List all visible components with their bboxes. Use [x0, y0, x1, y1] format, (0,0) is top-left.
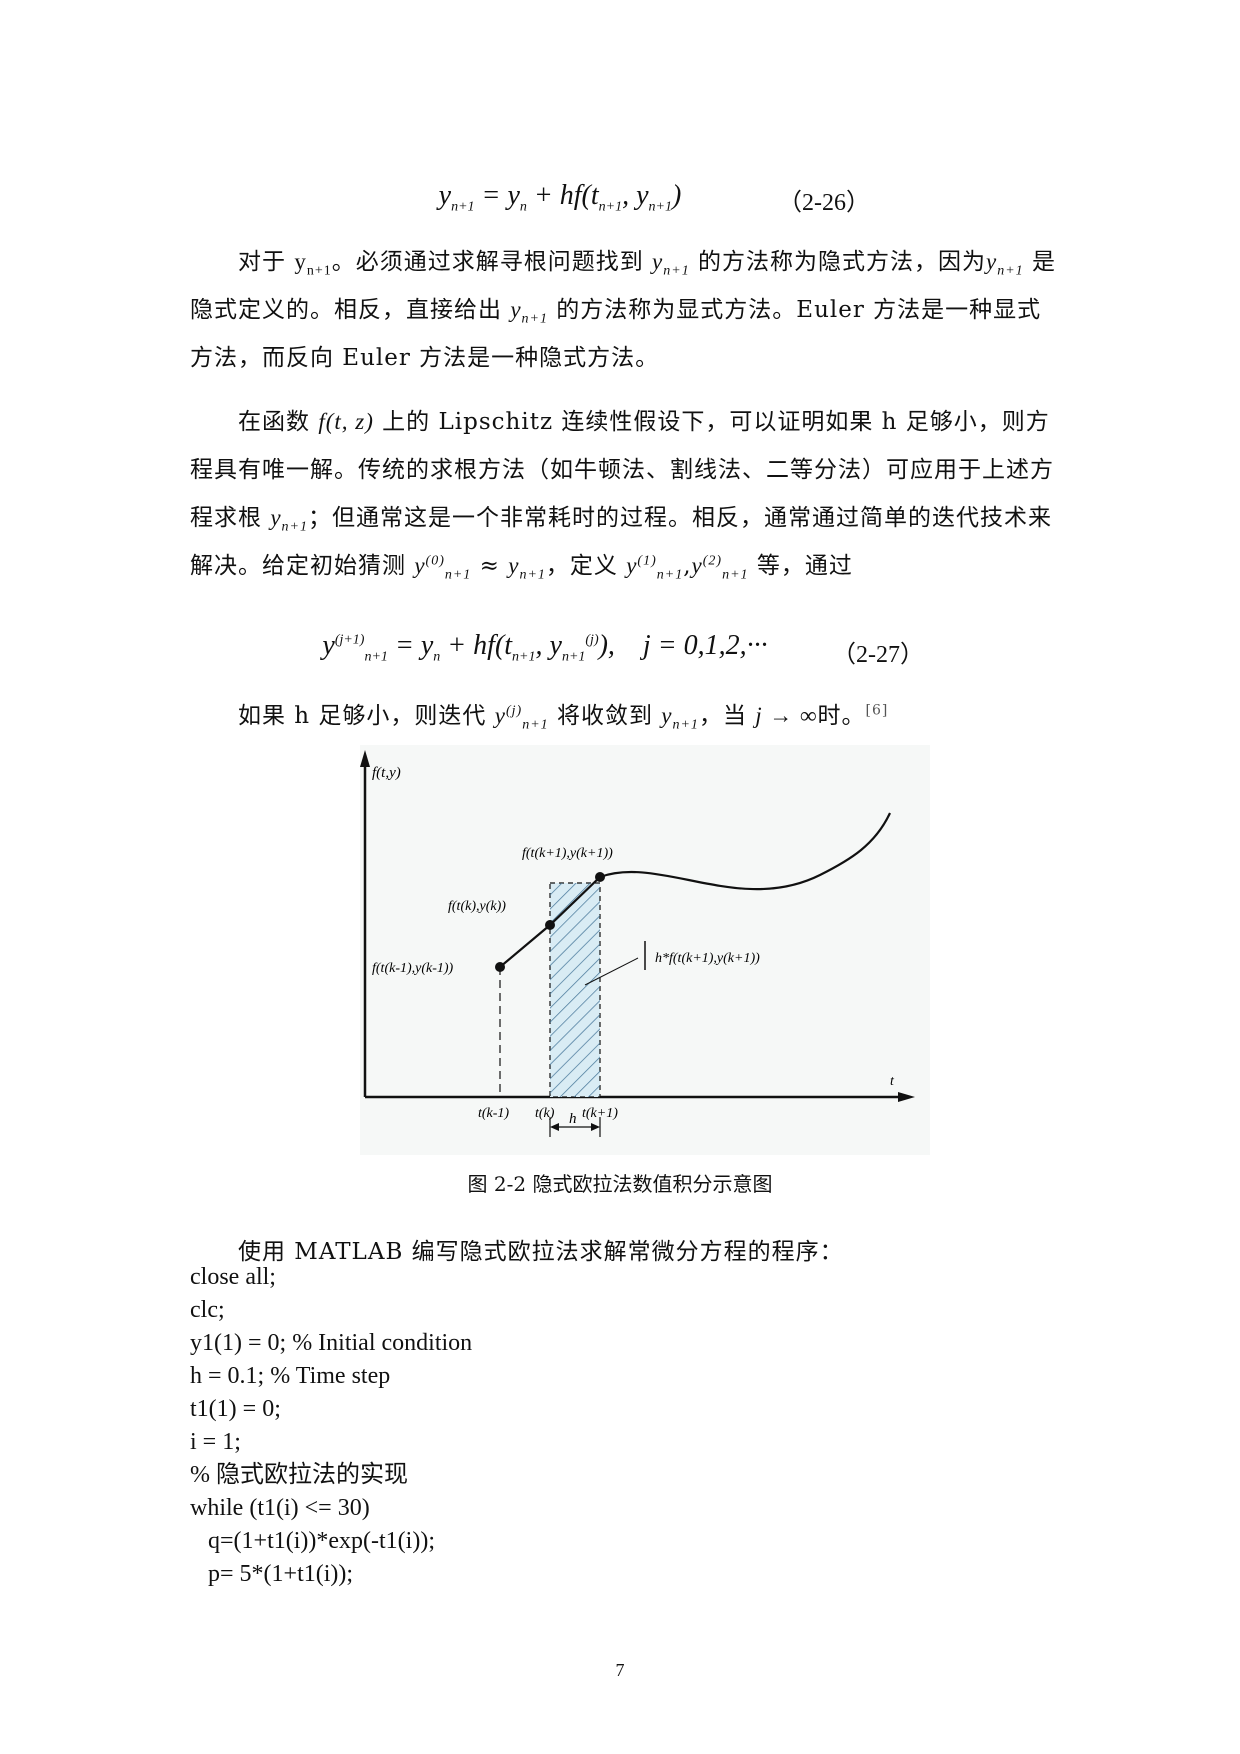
code-line: y1(1) = 0; % Initial condition	[190, 1330, 473, 1356]
paragraph-implicit-definition: 对于 yn+1。必须通过求解寻根问题找到 yn+1 的方法称为隐式方法，因为yn…	[190, 238, 1060, 382]
math-sub: n+1	[672, 717, 699, 733]
math-y: y	[510, 297, 522, 322]
code-line: p= 5*(1+t1(i));	[190, 1561, 354, 1587]
x-axis-label: t	[890, 1074, 895, 1089]
tick-label-tk-1: t(k-1)	[478, 1106, 509, 1121]
math-y: y	[986, 249, 998, 274]
tick-label-tk: t(k)	[535, 1106, 555, 1121]
math-limit: j → ∞	[755, 703, 818, 728]
label-point-k+1: f(t(k+1),y(k+1))	[522, 846, 613, 861]
code-block: close all; clc; y1(1) = 0; % Initial condi…	[190, 1261, 472, 1591]
point-k+1	[595, 872, 605, 882]
math-sub: n+1	[364, 649, 388, 665]
math-y: y	[322, 630, 335, 661]
step-label-h: h	[569, 1111, 577, 1127]
math-rhs: = yn + hf(tn+1, yn+1(j)), j = 0,1,2,···	[387, 630, 768, 665]
math-sup: (j+1)	[334, 632, 365, 648]
code-line: t1(1) = 0;	[190, 1396, 281, 1422]
text: y	[294, 249, 307, 274]
math-sub: n+1	[656, 567, 684, 583]
equation-number: （2-27）	[832, 642, 924, 668]
math-sub: n+1	[444, 567, 472, 583]
math-sub: n+1	[519, 567, 546, 583]
paragraph-lipschitz: 在函数 f(t, z) 上的 Lipschitz 连续性假设下，可以证明如果 h…	[190, 409, 1054, 583]
math-sub: n+1	[521, 311, 548, 327]
h-arrow-right	[591, 1123, 600, 1131]
text: 是隐式定义的。相反，直接给出	[190, 249, 1056, 323]
math-sup: (2)	[702, 553, 723, 569]
text: 等，通过	[748, 553, 853, 579]
math-y: y	[270, 505, 282, 530]
math-sup: (0)	[425, 553, 445, 569]
math-y: y	[626, 553, 638, 578]
text: 的方法称为显式方法。Euler 方法是一种显式方法，而反向 Euler 方法是一…	[190, 297, 1042, 371]
area-label: h*f(t(k+1),y(k+1))	[655, 951, 760, 966]
text: n+1	[306, 263, 332, 279]
text: 上的 Lipschitz 连续性假设下，可以证明如果 h 足够小，则方程具有唯一…	[190, 409, 1054, 531]
equation-body: yn+1 = yn + hf(tn+1, yn+1)	[438, 180, 682, 215]
area-label-leader	[584, 957, 639, 986]
math-sup: (j)	[505, 703, 523, 719]
text: 。必须通过求解寻根问题找到	[331, 249, 653, 275]
math-y: y	[661, 703, 673, 728]
text: 在函数	[238, 409, 319, 435]
math-y: y	[508, 553, 520, 578]
y-axis-label: f(t,y)	[372, 765, 401, 781]
math-sub: n+1	[722, 567, 749, 583]
math-sub: n+1	[997, 263, 1024, 279]
code-line: % 隐式欧拉法的实现	[190, 1462, 408, 1488]
math-sub: n+1	[522, 717, 549, 733]
y-axis-arrow	[360, 750, 370, 767]
math-sub: n+1	[663, 263, 690, 279]
code-line: i = 1;	[190, 1429, 241, 1455]
code-intro: 使用 MATLAB 编写隐式欧拉法求解常微分方程的程序：	[238, 1239, 844, 1265]
math-y: y	[652, 249, 664, 274]
math-sub: n+1	[281, 519, 308, 535]
code-line: clc;	[190, 1297, 225, 1323]
text: 如果 h 足够小，则迭代	[238, 703, 495, 729]
equation-body: y(j+1)n+1 = yn + hf(tn+1, yn+1(j)), j = …	[322, 630, 768, 665]
solution-curve	[499, 812, 891, 968]
equation-2-26: yn+1 = yn + hf(tn+1, yn+1)	[0, 180, 1240, 215]
math-function: f(t, z)	[318, 409, 374, 434]
label-point-k-1: f(t(k-1),y(k-1))	[372, 961, 454, 976]
math-y: y	[494, 703, 506, 728]
text: 的方法称为隐式方法，因为	[689, 249, 987, 275]
paragraph-convergence: 如果 h 足够小，则迭代 y(j)n+1 将收敛到 yn+1，当 j → ∞时。…	[190, 692, 1060, 740]
text: 时。	[817, 703, 866, 729]
text: ，定义	[545, 553, 627, 579]
citation[interactable]: [6]	[865, 702, 889, 719]
text: 对于	[238, 249, 295, 275]
text: ，当	[698, 703, 756, 729]
code-line: h = 0.1; % Time step	[190, 1363, 391, 1389]
math-sup: (1)	[637, 553, 657, 569]
h-arrow-left	[550, 1123, 559, 1131]
code-line: while (t1(i) <= 30)	[190, 1495, 370, 1521]
page-number: 7	[615, 1660, 625, 1680]
code-line: q=(1+t1(i))*exp(-t1(i));	[190, 1528, 435, 1554]
equation-number: （2-26）	[778, 190, 870, 216]
label-point-k: f(t(k),y(k))	[448, 899, 506, 914]
x-axis-arrow	[898, 1092, 915, 1102]
math-y: y	[414, 553, 426, 578]
text: ≈	[471, 553, 509, 579]
implicit-euler-figure: f(t,y) t f(t(k-1),y(k-1)) f(t(k),y(k)) f…	[360, 745, 930, 1155]
text: ；但通常这是一个非常耗时的过程。相反，通常通过简单的迭代技术来解决。给定初始猜测	[190, 505, 1052, 579]
code-line: close all;	[190, 1264, 276, 1290]
text: 将收敛到	[548, 703, 662, 729]
equation-2-27: y(j+1)n+1 = yn + hf(tn+1, yn+1(j)), j = …	[0, 630, 1240, 665]
tick-label-tk+1: t(k+1)	[582, 1106, 618, 1121]
point-k	[545, 920, 555, 930]
figure-caption: 图 2-2 隐式欧拉法数值积分示意图	[467, 1172, 773, 1196]
math-y: y	[691, 553, 703, 578]
integration-area-hatch	[550, 883, 600, 1097]
point-k-1	[495, 962, 505, 972]
